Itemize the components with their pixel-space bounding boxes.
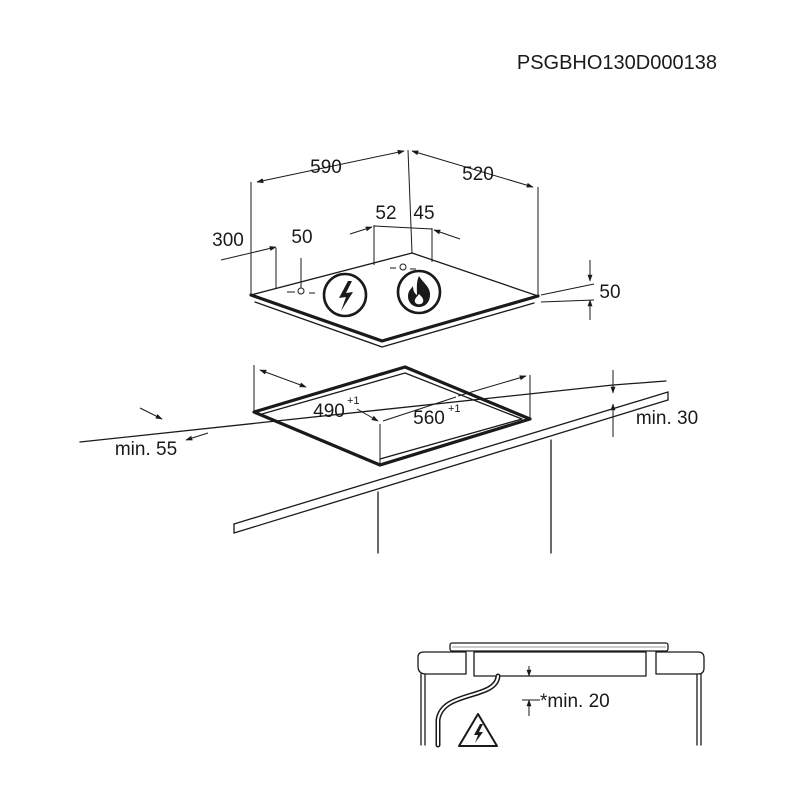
side-offset-label: 300 [212, 230, 244, 251]
hob-depth-label: 520 [462, 164, 494, 185]
electric-zone-icon [322, 272, 368, 318]
cutout-width-label: 560 [413, 408, 445, 429]
hob-unit [249, 149, 540, 348]
cutout-depth-label: 490 [313, 401, 345, 422]
gas-zone-icon [396, 269, 442, 315]
hob-width-label: 590 [310, 157, 342, 178]
knob-offset-label: 50 [291, 227, 312, 248]
zone-offset-right-label: 45 [413, 203, 434, 224]
min-worktop-thickness-label: min. 30 [636, 408, 698, 429]
hob-body-section [473, 651, 647, 677]
worktop-profile-left [417, 651, 467, 675]
knob-marker [297, 287, 305, 295]
hob-height-label: 50 [599, 282, 620, 303]
min-clearance-label: *min. 20 [540, 691, 610, 712]
cutout-opening [252, 365, 532, 467]
cutout-depth-tolerance: +1 [347, 395, 360, 407]
document-code: PSGBHO130D000138 [517, 52, 717, 74]
min-wall-distance-label: min. 55 [115, 439, 177, 460]
zone-offset-left-label: 52 [375, 203, 396, 224]
hob-base-edge [249, 293, 540, 343]
hob-dimensions [220, 149, 595, 320]
worktop-profile-right [655, 651, 705, 675]
section-detail [417, 642, 705, 748]
worktop [79, 380, 669, 554]
electrical-hazard-icon [458, 713, 498, 747]
cutout-dimensions [139, 369, 616, 441]
hob-top-surface [250, 252, 539, 342]
cutout-width-tolerance: +1 [448, 403, 461, 415]
knob-marker [399, 263, 407, 271]
